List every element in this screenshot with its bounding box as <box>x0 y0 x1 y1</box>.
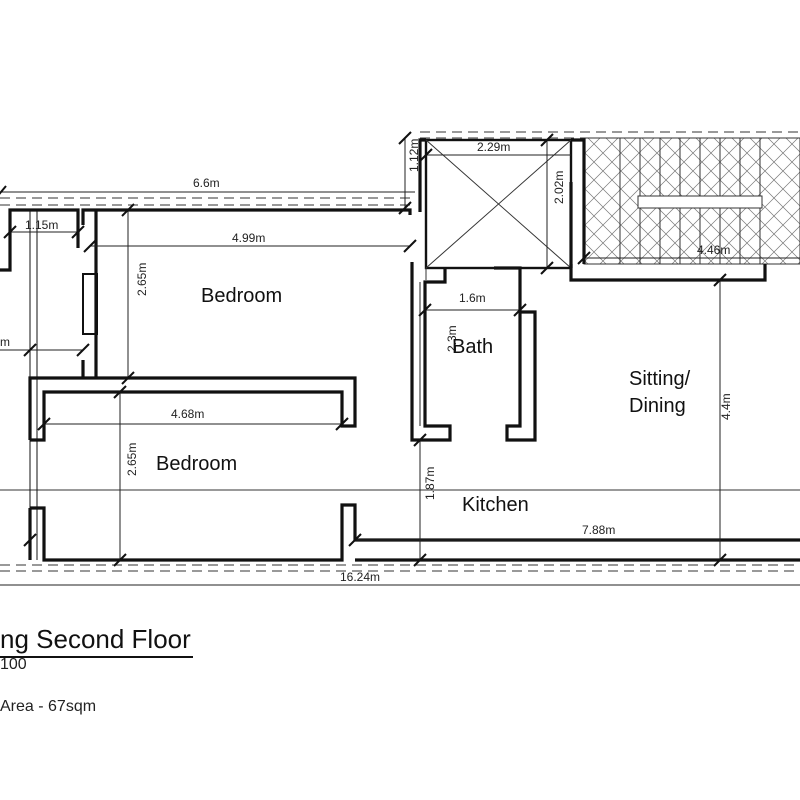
dim-overall-bottom: 16.24m <box>340 570 380 584</box>
dim-bedroom-top-width: 4.99m <box>232 231 265 245</box>
dim-stair-width: 4.46m <box>697 243 730 257</box>
dimension-labels: 6.6m 1.15m 4.99m 2.65m m 4.68m 2.65m 1.1… <box>0 139 733 584</box>
plan-scale: 100 <box>0 656 27 673</box>
dim-sitting-depth: 4.4m <box>719 393 733 420</box>
dim-lift-depth: 2.02m <box>552 171 566 204</box>
room-label-bedroom-top: Bedroom <box>201 285 282 307</box>
dim-bedroom-bottom-depth: 2.65m <box>125 443 139 476</box>
walls <box>0 138 800 562</box>
dim-overall-top: 6.6m <box>193 176 220 190</box>
dim-bath-width: 1.6m <box>459 291 486 305</box>
room-labels: Bedroom Bedroom Bath Sitting/ Dining Kit… <box>156 285 691 516</box>
staircase <box>583 137 800 265</box>
dim-bedroom-top-depth: 2.65m <box>135 263 149 296</box>
dim-lift-width: 2.29m <box>477 140 510 154</box>
room-label-sitting: Sitting/ <box>629 368 691 390</box>
outer-boundary <box>0 131 800 572</box>
dim-left-small: 1.15m <box>25 218 58 232</box>
room-label-kitchen: Kitchen <box>462 494 529 516</box>
dim-bedroom-bottom-width: 4.68m <box>171 407 204 421</box>
dim-kitchen-width: 7.88m <box>582 523 615 537</box>
dimension-lines <box>0 138 800 586</box>
dim-left-edge: m <box>0 335 10 349</box>
room-label-bedroom-bottom: Bedroom <box>156 453 237 475</box>
room-label-bath: Bath <box>452 336 493 358</box>
dim-kitchen-depth: 1.87m <box>423 467 437 500</box>
dim-lift-top-gap: 1.12m <box>407 139 421 172</box>
plan-area: Area - 67sqm <box>0 698 97 715</box>
plan-title: ng Second Floor <box>0 622 193 658</box>
dim-bath-depth: 2.3m <box>445 325 459 352</box>
room-label-dining: Dining <box>629 395 686 417</box>
dimension-ticks <box>0 131 727 567</box>
